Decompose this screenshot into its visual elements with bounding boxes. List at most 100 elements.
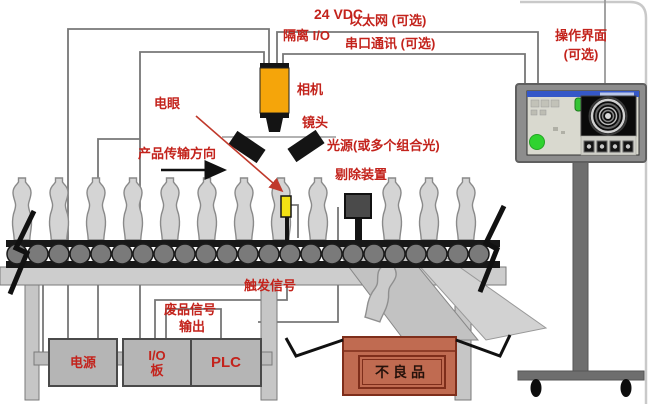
reject-actuator [344,193,372,240]
monitor-base [517,370,645,381]
conveyor-roller [321,243,343,265]
conveyor-roller [300,243,322,265]
label-serial: 串口通讯 (可选) [345,36,436,51]
status-green-circle [529,134,545,150]
table-leg [24,283,40,401]
label-reject-signal: 废品信号 [164,302,217,317]
conveyor-roller [237,243,259,265]
app-titlebar [527,91,639,97]
camera-lens [266,118,283,132]
caster-wheel [530,379,542,397]
photo-eye-stand [285,216,289,240]
cable-24vdc [67,28,270,338]
camera-assembly [222,63,336,164]
toolbar-icon [550,99,560,108]
reject-actuator-head [344,193,372,219]
label-trigger-signal: 触发信号 [244,278,297,293]
conveyor-roller [426,243,448,265]
defect-carton-label: 不良品 [358,355,446,389]
conveyor-roller [111,243,133,265]
conveyor-roller [174,243,196,265]
bottle [381,177,403,241]
light-bar-left [228,130,266,164]
button-strip [580,135,637,156]
cable-reject-signal-bracket [165,308,222,338]
caster-wheel [620,379,632,397]
conveyor-rollers [6,243,490,265]
label-24vdc: 24 VDC [314,6,364,22]
cable-photo-eye [291,204,299,238]
label-reject-device: 剔除装置 [335,167,388,182]
label-photo-eye: 电眼 [154,96,181,111]
bottle-cap-rings [588,96,628,136]
page-frame [520,0,648,404]
label-operator-ui: 操作界面 (可选) [554,28,607,62]
bottle [196,177,218,241]
conveyor-roller [384,243,406,265]
light-bar-right [287,129,325,163]
carton-flap-right [455,334,512,358]
plc-box: PLC [190,338,262,387]
conveyor-roller [195,243,217,265]
panel-speck [553,127,558,131]
bottle [85,177,107,241]
label-isolated-io: 隔离 I/O [283,28,330,43]
conveyor [6,204,507,295]
conveyor-roller [153,243,175,265]
camera-bottom-cap [260,113,289,118]
conveyor-roller [405,243,427,265]
table-leg [260,283,278,401]
operator-monitor [515,83,647,397]
titlebar-menu [600,92,634,96]
cable-ethernet [276,31,539,86]
screen-buttons [583,140,634,153]
conveyor-roller [90,243,112,265]
conveyor-roller [342,243,364,265]
panel-speck [561,131,565,134]
conveyor-break-right [477,204,507,293]
conveyor-roller [132,243,154,265]
conveyor-roller [27,243,49,265]
photo-eye-sensor [280,195,292,240]
label-direction: 产品传输方向 [138,146,217,161]
bottle [122,177,144,241]
toolbar-icon [539,109,547,116]
toolbar-icon [530,109,538,116]
conveyor-roller [216,243,238,265]
defect-carton [284,334,512,396]
carton-flap-left [284,337,344,358]
camera-body [259,67,290,114]
cable-group [42,0,606,352]
cable-serial [282,53,526,86]
bottle [455,177,477,241]
bottle [418,177,440,241]
conveyor-rail-top [6,240,500,247]
bottle [307,177,329,241]
toolbar-icon [530,99,540,108]
conveyor-roller [258,243,280,265]
monitor-pole [572,161,589,372]
conveyor-rail-bottom [6,261,500,268]
photo-eye-pointer-arrow [195,115,284,193]
label-camera: 相机 [297,82,324,97]
conveyor-roller [279,243,301,265]
photo-eye-body [280,195,292,218]
camera-top-cap [260,63,289,68]
toolbar-icon [540,99,550,108]
label-ethernet: 以太网 (可选) [349,13,427,28]
label-light-source: 光源(或多个组合光) [327,138,440,153]
reject-actuator-stand [355,218,362,240]
bottle [159,177,181,241]
label-lens: 镜头 [302,115,329,130]
bottle [48,177,70,241]
conveyor-roller [363,243,385,265]
carton-body [342,336,457,396]
conveyor-break-left [7,209,37,295]
conveyor-roller [48,243,70,265]
bottle [233,177,255,241]
bottle-row [11,177,477,241]
power-supply-box: 电源 [48,338,118,387]
